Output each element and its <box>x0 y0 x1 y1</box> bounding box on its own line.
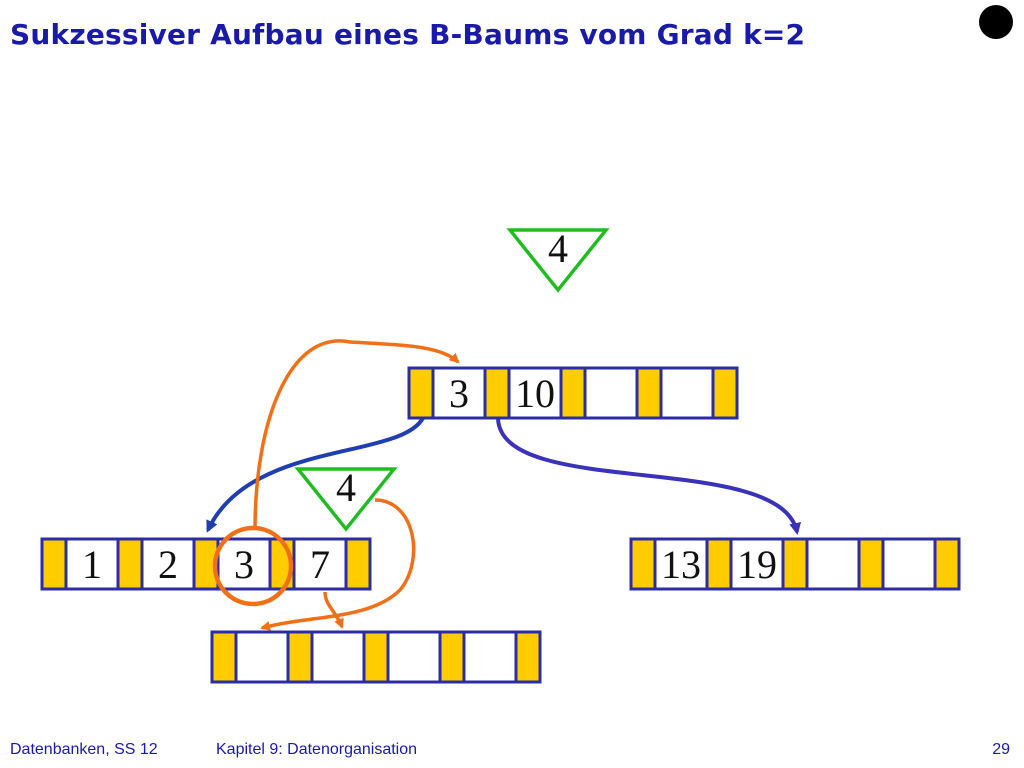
key-slot <box>881 537 937 591</box>
insert-marker-leaf: 4 <box>294 465 398 532</box>
footer-course: Datenbanken, SS 12 <box>10 741 158 758</box>
pointer-slot <box>933 537 961 591</box>
insert-marker-root: 4 <box>506 226 610 293</box>
key-value: 13 <box>661 542 701 587</box>
pointer-arrow-right <box>496 417 802 535</box>
key-slot <box>386 630 442 684</box>
key-value: 7 <box>310 542 330 587</box>
btree-node-root: 3 10 <box>407 366 739 420</box>
footer-chapter: Kapitel 9: Datenorganisation <box>216 741 418 758</box>
key-value: 19 <box>737 542 777 587</box>
split-arrow-up <box>253 339 460 531</box>
key-slot <box>234 630 290 684</box>
pointer-slot <box>40 537 68 591</box>
bullet-dot-icon <box>979 5 1013 39</box>
btree-node-leaf-left: 1 2 3 7 <box>40 537 372 591</box>
insert-key-leaf: 4 <box>336 465 356 510</box>
key-slot <box>805 537 861 591</box>
pointer-slot <box>559 366 587 420</box>
btree-node-new <box>210 630 542 684</box>
pointer-slot <box>210 630 238 684</box>
pointer-slot <box>781 537 809 591</box>
pointer-slot <box>705 537 733 591</box>
pointer-slot <box>635 366 663 420</box>
pointer-slot <box>514 630 542 684</box>
pointer-slot <box>711 366 739 420</box>
pointer-slot <box>116 537 144 591</box>
highlight-circle <box>212 525 294 607</box>
pointer-slot <box>344 537 372 591</box>
pointer-slot <box>192 537 220 591</box>
key-slot <box>64 537 120 591</box>
key-slot <box>462 630 518 684</box>
split-arrow-down <box>323 591 344 629</box>
pointer-slot <box>362 630 390 684</box>
key-value: 10 <box>515 371 555 416</box>
key-value: 1 <box>82 542 102 587</box>
key-value: 2 <box>158 542 178 587</box>
pointer-arrow-left <box>206 416 425 533</box>
pointer-slot <box>438 630 466 684</box>
footer-page-number: 29 <box>992 741 1010 758</box>
pointer-slot <box>483 366 511 420</box>
pointer-slot <box>857 537 885 591</box>
key-value: 3 <box>449 371 469 416</box>
pointer-slot <box>629 537 657 591</box>
key-slot <box>729 537 785 591</box>
split-arrow-loop <box>260 498 416 631</box>
insert-key-root: 4 <box>548 226 568 271</box>
pointer-slot <box>286 630 314 684</box>
key-slot <box>310 630 366 684</box>
key-slot <box>140 537 196 591</box>
key-slot <box>659 366 715 420</box>
key-slot <box>583 366 639 420</box>
key-slot <box>431 366 487 420</box>
slide-title: Sukzessiver Aufbau eines B-Baums vom Gra… <box>10 18 806 51</box>
key-value: 3 <box>234 542 254 587</box>
pointer-slot <box>407 366 435 420</box>
btree-node-leaf-right: 13 19 <box>629 537 961 591</box>
